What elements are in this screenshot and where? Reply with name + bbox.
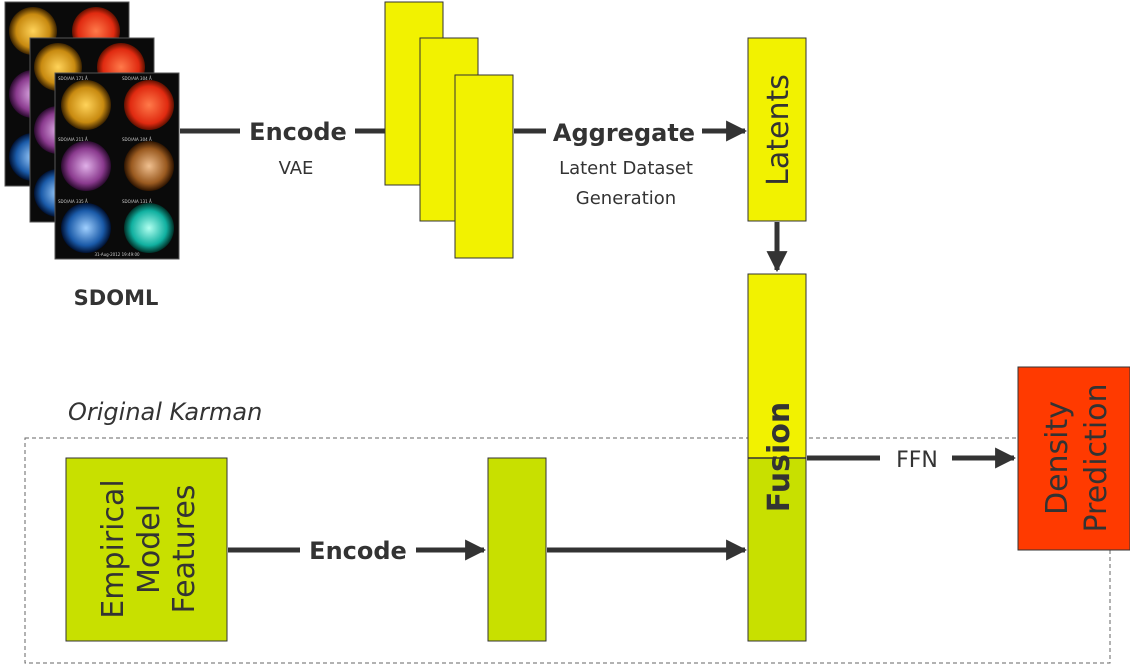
empirical-features-text: Empirical Model Features: [96, 479, 202, 618]
empirical-line2: Model: [132, 504, 167, 594]
sun-aia131-image: [124, 203, 174, 253]
density-prediction-text: Density Prediction: [1040, 383, 1114, 532]
aggregate-label: Aggregate: [553, 119, 695, 147]
thumb-label-2: SDO/AIA 304 Å: [122, 76, 152, 81]
encode-label-top: Encode: [249, 118, 347, 146]
latents-label: Latents: [761, 74, 796, 186]
fusion-label: Fusion: [762, 402, 797, 512]
thumb-label-1: SDO/AIA 171 Å: [58, 76, 88, 81]
thumb-label-3: SDO/AIA 211 Å: [58, 137, 88, 142]
fusion-block-top: [748, 274, 806, 458]
latent-dataset-line1: Latent Dataset: [559, 158, 693, 179]
fusion-block-bottom: [748, 458, 806, 641]
vae-label: VAE: [279, 158, 314, 179]
sun-aia171-image: [61, 80, 111, 130]
sun-aia193-image: [124, 141, 174, 191]
original-karman-title: Original Karman: [68, 398, 262, 426]
empirical-features-box: [65, 457, 228, 642]
sun-aia211-image: [61, 141, 111, 191]
density-line2: Prediction: [1079, 383, 1114, 532]
empirical-line1: Empirical: [96, 479, 131, 618]
latent-block-3: [454, 74, 514, 259]
thumb-label-5: SDO/AIA 335 Å: [58, 199, 88, 204]
sdoml-panel-front: SDO/AIA 171 Å SDO/AIA 304 Å SDO/AIA 211 …: [54, 72, 180, 260]
encode-label-bottom: Encode: [309, 537, 407, 565]
thumb-date: 31-Aug-2012 19:49:00: [94, 252, 140, 257]
latents-block: [747, 37, 807, 222]
thumb-label-4: SDO/AIA 304 Å: [122, 137, 152, 142]
sdoml-label: SDOML: [74, 286, 159, 310]
sdoml-image-stack: SDO/AIA 171 Å SDO/AIA 304 Å SDO/AIA 211 …: [4, 1, 180, 260]
encoded-features-block: [487, 457, 547, 642]
ffn-label: FFN: [896, 448, 938, 473]
sun-aia335-image: [61, 203, 111, 253]
thumb-label-6: SDO/AIA 131 Å: [122, 199, 152, 204]
latent-dataset-line2: Generation: [576, 188, 676, 209]
empirical-line3: Features: [167, 485, 202, 614]
density-prediction-box: [1017, 366, 1130, 551]
density-line1: Density: [1040, 401, 1075, 515]
sun-aia304-image: [124, 80, 174, 130]
